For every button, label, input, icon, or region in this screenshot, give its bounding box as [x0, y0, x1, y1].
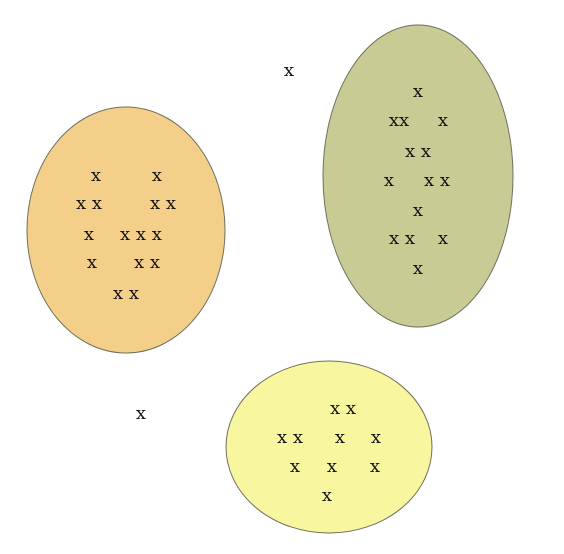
cluster-yellow-mark: x — [290, 456, 300, 477]
cluster-olive-mark: x x — [389, 228, 415, 249]
cluster-orange-mark: x — [152, 165, 162, 186]
cluster-orange-mark: x x x — [120, 224, 162, 245]
cluster-olive — [322, 24, 514, 328]
cluster-yellow-mark: x x — [277, 427, 303, 448]
cluster-olive-mark: xx — [389, 110, 409, 131]
cluster-yellow-mark: x — [371, 427, 381, 448]
cluster-orange-ellipse — [26, 106, 226, 354]
cluster-orange-mark: x x — [76, 193, 102, 214]
cluster-yellow-mark: x — [322, 485, 332, 506]
cluster-orange-mark: x x — [134, 252, 160, 273]
cluster-olive-mark: x — [413, 258, 423, 279]
cluster-orange-mark: x x — [150, 193, 176, 214]
cluster-olive-mark: x — [438, 228, 448, 249]
cluster-yellow-mark: x — [327, 456, 337, 477]
cluster-olive-ellipse — [322, 24, 514, 328]
cluster-olive-mark: x — [384, 170, 394, 191]
cluster-orange-mark: x — [91, 165, 101, 186]
cluster-olive-mark: x x — [424, 170, 450, 191]
outlier-top-mark: x — [284, 60, 294, 81]
cluster-orange — [26, 106, 226, 354]
cluster-orange-mark: x x — [113, 283, 139, 304]
cluster-yellow-ellipse — [225, 360, 433, 534]
cluster-olive-mark: x — [413, 200, 423, 221]
cluster-olive-mark: x x — [405, 141, 431, 162]
cluster-olive-mark: x — [413, 81, 423, 102]
outlier-left-mark: x — [136, 403, 146, 424]
cluster-orange-mark: x — [84, 224, 94, 245]
cluster-yellow-mark: x — [335, 427, 345, 448]
cluster-yellow-mark: x — [370, 456, 380, 477]
cluster-yellow — [225, 360, 433, 534]
cluster-olive-mark: x — [438, 110, 448, 131]
cluster-yellow-mark: x x — [330, 398, 356, 419]
cluster-orange-mark: x — [87, 252, 97, 273]
